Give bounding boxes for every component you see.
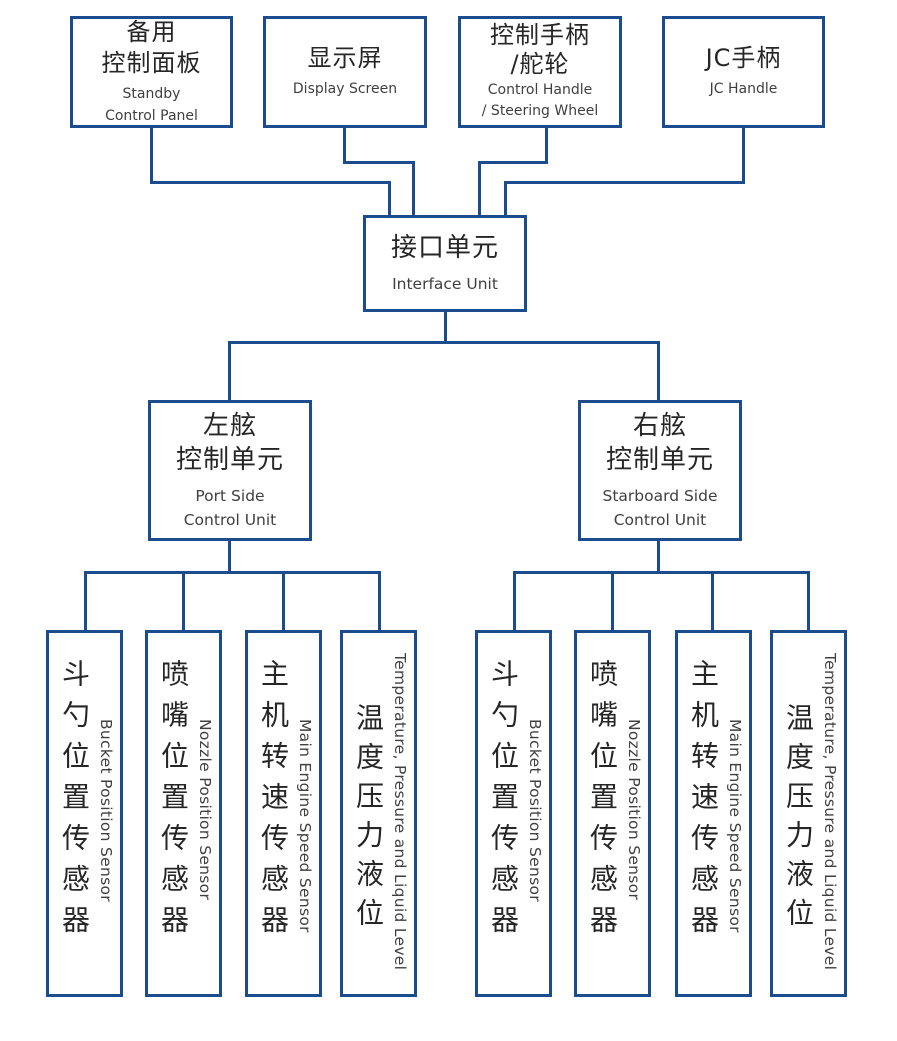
sensor-en-label: Main Engine Speed Sensor <box>296 719 314 933</box>
sensor-zh-label: 斗勺位置传感器 <box>487 659 520 946</box>
connector-port-sensor3-entry <box>282 571 285 630</box>
node-port-main-engine-speed-sensor: 主机转速传感器 Main Engine Speed Sensor <box>245 630 322 997</box>
node-port-control-unit: 左舷 控制单元 Port Side Control Unit <box>148 400 312 541</box>
node-interface-en-label: Interface Unit <box>392 274 498 293</box>
node-port-nozzle-position-sensor: 喷嘴位置传感器 Nozzle Position Sensor <box>145 630 222 997</box>
connector-display-drop <box>343 128 346 164</box>
node-starboard-zh-label: 右舷 控制单元 <box>605 411 714 476</box>
sensor-zh-label: 斗勺位置传感器 <box>58 659 91 946</box>
connector-starboard-bus-drop <box>657 541 660 574</box>
node-control-handle-en-label: Control Handle / Steering Wheel <box>481 81 599 120</box>
node-interface-zh-label: 接口单元 <box>390 233 499 264</box>
sensor-zh-label: 主机转速传感器 <box>257 659 290 946</box>
sensor-en-label: Temperature, Pressure and Liquid Level <box>391 653 409 971</box>
node-starboard-temp-pressure-level-sensor: 温度压力液位 Temperature, Pressure and Liquid … <box>770 630 847 997</box>
sensor-en-label: Nozzle Position Sensor <box>625 719 643 901</box>
connector-control-handle-rail <box>478 161 548 164</box>
sensor-en-label: Nozzle Position Sensor <box>196 719 214 901</box>
sensor-zh-label: 喷嘴位置传感器 <box>157 659 190 946</box>
sensor-en-label: Main Engine Speed Sensor <box>726 719 744 933</box>
connector-starboard-sensor4-entry <box>807 571 810 630</box>
sensor-zh-label: 温度压力液位 <box>352 703 385 937</box>
sensor-zh-label: 喷嘴位置传感器 <box>586 659 619 946</box>
sensor-en-label: Bucket Position Sensor <box>526 719 544 902</box>
sensor-en-label: Temperature, Pressure and Liquid Level <box>821 653 839 971</box>
node-interface-unit: 接口单元 Interface Unit <box>363 215 527 312</box>
node-port-temp-pressure-level-sensor: 温度压力液位 Temperature, Pressure and Liquid … <box>340 630 417 997</box>
sensor-zh-label: 主机转速传感器 <box>687 659 720 946</box>
node-port-bucket-position-sensor: 斗勺位置传感器 Bucket Position Sensor <box>46 630 123 997</box>
connector-jc-handle-drop <box>742 128 745 184</box>
connector-standby-entry <box>388 181 391 215</box>
node-starboard-main-engine-speed-sensor: 主机转速传感器 Main Engine Speed Sensor <box>675 630 752 997</box>
node-jc-handle-zh-label: JC手柄 <box>705 44 782 73</box>
node-starboard-bucket-position-sensor: 斗勺位置传感器 Bucket Position Sensor <box>475 630 552 997</box>
node-control-handle: 控制手柄 /舵轮 Control Handle / Steering Wheel <box>458 16 622 128</box>
connector-port-sensor4-entry <box>378 571 381 630</box>
connector-port-bus-drop <box>228 541 231 574</box>
node-port-en-label: Port Side Control Unit <box>183 486 277 529</box>
connector-display-rail <box>343 161 415 164</box>
connector-starboard-entry <box>657 341 660 400</box>
connector-starboard-bus-rail <box>513 571 810 574</box>
node-port-zh-label: 左舷 控制单元 <box>175 411 284 476</box>
connector-standby-drop <box>150 128 153 184</box>
sensor-zh-label: 温度压力液位 <box>782 703 815 937</box>
connector-display-entry <box>412 161 415 215</box>
connector-standby-rail <box>150 181 391 184</box>
connector-control-handle-drop <box>545 128 548 164</box>
sensor-en-label: Bucket Position Sensor <box>97 719 115 902</box>
node-display-screen: 显示屏 Display Screen <box>263 16 427 128</box>
node-jc-handle-en-label: JC Handle <box>709 80 778 97</box>
node-display-zh-label: 显示屏 <box>307 44 383 73</box>
node-control-handle-zh-label: 控制手柄 /舵轮 <box>490 21 590 78</box>
connector-port-entry <box>228 341 231 400</box>
connector-interface-drop <box>444 312 447 344</box>
connector-jc-handle-rail <box>504 181 745 184</box>
connector-split-rail <box>228 341 660 344</box>
connector-port-sensor1-entry <box>84 571 87 630</box>
node-display-en-label: Display Screen <box>292 80 398 97</box>
connector-starboard-sensor3-entry <box>711 571 714 630</box>
connector-port-bus-rail <box>84 571 381 574</box>
node-standby-control-panel: 备用 控制面板 Standby Control Panel <box>70 16 233 128</box>
connector-starboard-sensor2-entry <box>611 571 614 630</box>
connector-port-sensor2-entry <box>182 571 185 630</box>
node-starboard-en-label: Starboard Side Control Unit <box>602 486 718 529</box>
node-standby-zh-label: 备用 控制面板 <box>101 17 202 78</box>
connector-jc-handle-entry <box>504 181 507 215</box>
connector-control-handle-entry <box>478 161 481 215</box>
node-standby-en-label: Standby Control Panel <box>105 85 198 124</box>
node-starboard-control-unit: 右舷 控制单元 Starboard Side Control Unit <box>578 400 742 541</box>
node-starboard-nozzle-position-sensor: 喷嘴位置传感器 Nozzle Position Sensor <box>574 630 651 997</box>
node-jc-handle: JC手柄 JC Handle <box>662 16 825 128</box>
connector-starboard-sensor1-entry <box>513 571 516 630</box>
